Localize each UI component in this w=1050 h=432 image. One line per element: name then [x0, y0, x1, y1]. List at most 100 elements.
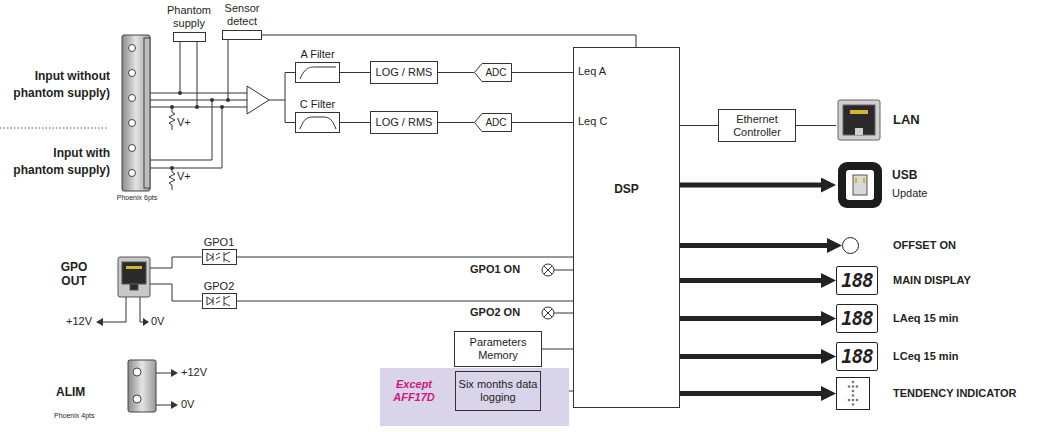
gpo-jack-icon	[130, 284, 138, 290]
node-text: C Filter	[290, 98, 345, 111]
tendency-dots	[852, 390, 855, 393]
gpo-jack-icon	[118, 257, 150, 297]
gpo-jack-icon	[126, 266, 142, 269]
lan-jack-icon	[850, 110, 868, 114]
gpo-jack-icon	[118, 257, 150, 297]
process-box: LOG / RMS	[370, 111, 438, 134]
indicator-lamp	[544, 266, 573, 274]
tendency-dots	[852, 399, 855, 402]
node-text: GPO1	[196, 236, 242, 249]
supply-arrowhead	[143, 318, 149, 326]
lceq-display: 188 LCeq 15 min	[836, 342, 1036, 371]
process-box: LOG / RMS	[370, 61, 438, 84]
status-lamp-label: GPO2 ON	[470, 306, 520, 319]
adc-outline	[475, 64, 512, 82]
power-connector	[133, 368, 141, 376]
supply-label: V+	[177, 116, 191, 129]
node-text: LOG / RMS	[371, 62, 437, 83]
node-text: Leq C	[578, 115, 607, 128]
supply-arrowhead	[171, 401, 178, 409]
power-connector	[128, 360, 156, 412]
sensor-detect-box: Sensor detect	[214, 2, 270, 42]
filter-box: A Filter	[290, 48, 345, 84]
lan-jack-icon	[843, 105, 875, 135]
tendency-dots	[848, 381, 859, 406]
filter-box-outline	[295, 62, 340, 83]
amplifier-output-wire	[269, 73, 295, 123]
connector	[680, 354, 821, 359]
resistor-symbol	[169, 107, 175, 130]
input-connector	[129, 95, 136, 102]
node-text: LCeq 15 min	[893, 350, 958, 363]
gpo-out-jack: GPO OUT	[52, 255, 152, 299]
pin-label: +12V	[66, 315, 92, 328]
connector	[150, 257, 202, 268]
connector	[512, 72, 573, 73]
connector	[680, 391, 821, 396]
resistor-symbol	[169, 168, 175, 190]
connector	[340, 72, 370, 73]
usb-port-icon	[838, 162, 882, 208]
lan-jack-icon	[855, 128, 863, 135]
connector	[438, 72, 474, 73]
connector	[680, 243, 827, 248]
usb-port-icon	[855, 178, 857, 183]
node-text: LAN	[893, 113, 920, 128]
status-lamp-label: GPO1 ON	[470, 263, 520, 276]
power-connector	[128, 360, 156, 412]
junction-dot	[195, 105, 199, 109]
pin-label: 0V	[181, 398, 194, 411]
process-box: Parameters Memory	[454, 331, 542, 367]
junction-dot	[170, 91, 230, 170]
node-text: A Filter	[290, 48, 345, 61]
lan-jack-icon	[838, 100, 880, 140]
usb-port-icon	[853, 175, 867, 195]
input-connector	[122, 35, 150, 191]
connector	[796, 125, 836, 126]
filter-curve	[300, 117, 336, 129]
input-connector	[129, 70, 136, 77]
tendency-indicator-outline	[836, 377, 870, 410]
sensor-detect-box-outline	[222, 30, 262, 40]
supply-wire	[102, 297, 126, 322]
optocoupler-box: GPO2	[196, 280, 242, 310]
phantom-supply-box-outline	[173, 32, 206, 42]
optocoupler-box-outline	[202, 249, 237, 265]
input-wire	[150, 100, 222, 168]
input-label: Input without phantom supply)	[4, 68, 110, 102]
usb-port-icon	[838, 162, 882, 208]
connector	[340, 122, 370, 123]
gpo-jack-icon	[122, 262, 146, 284]
lan-jack-icon	[838, 100, 880, 140]
input-connector	[129, 145, 136, 152]
node-text: ADC	[481, 63, 511, 82]
usb-port-icon	[846, 170, 874, 200]
tendency-dots	[852, 403, 855, 406]
tendency-dots	[848, 399, 851, 402]
optocoupler-box: GPO1	[196, 236, 242, 266]
connector	[512, 122, 573, 123]
connector	[680, 278, 821, 283]
connector	[542, 349, 573, 350]
separator-line	[0, 128, 108, 129]
node-text: Six months data logging	[456, 372, 540, 410]
amplifier-symbol	[247, 86, 269, 114]
node-text: LAeq 15 min	[893, 312, 958, 325]
node-text: ALIM	[56, 386, 85, 400]
tendency-dots	[852, 394, 855, 397]
node-text: Sensor detect	[214, 2, 270, 27]
adc-block: ADC	[474, 113, 512, 132]
optocoupler-box-outline	[202, 293, 237, 309]
node-text: Leq A	[578, 65, 606, 78]
tendency-dots	[856, 385, 859, 388]
filter-box: C Filter	[290, 98, 345, 134]
power-connector	[133, 395, 141, 403]
node-text: Phantom supply	[158, 4, 220, 29]
supply-wire	[140, 297, 144, 322]
input-connector-outline	[120, 33, 150, 193]
node-text: MAIN DISPLAY	[893, 274, 971, 287]
input-connector	[129, 170, 136, 177]
node-text: 188	[836, 342, 878, 371]
supply-arrowhead	[171, 369, 178, 377]
